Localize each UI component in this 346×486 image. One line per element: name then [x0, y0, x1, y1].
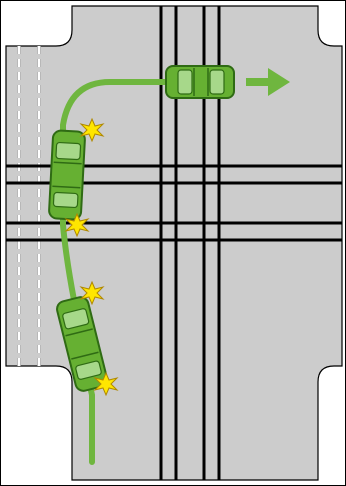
impact-star-1 [79, 117, 105, 143]
vehicle-car-start [56, 296, 108, 392]
vehicle-car-exit [165, 65, 235, 99]
direction-arrow [246, 68, 290, 96]
impact-star-3 [79, 280, 105, 306]
impact-star-2 [64, 212, 90, 238]
crosswalk-markings [17, 46, 41, 366]
vehicle-car-mid [48, 129, 86, 221]
impact-star-4 [93, 371, 119, 397]
crosswalk-markings-outline [17, 46, 41, 366]
